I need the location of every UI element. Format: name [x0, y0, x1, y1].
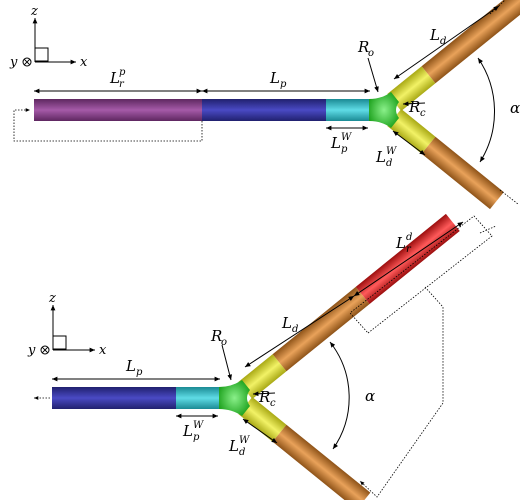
svg-text:p: p [136, 367, 143, 378]
svg-text:p: p [119, 67, 126, 78]
svg-text:d: d [406, 232, 412, 243]
svg-text:L: L [429, 26, 440, 44]
bottom-vessel [52, 213, 460, 500]
svg-text:r: r [119, 79, 125, 90]
svg-text:p: p [280, 79, 287, 90]
svg-text:L: L [281, 314, 292, 332]
label-LpW: L p W [330, 132, 352, 155]
lower-daughter-vessel [421, 136, 504, 210]
svg-text:R: R [357, 38, 369, 56]
label-Ro: R o [357, 38, 374, 59]
svg-text:L: L [395, 234, 406, 252]
parent-vessel [52, 387, 176, 409]
svg-text:L: L [375, 148, 386, 166]
bottom-periodic-links [34, 215, 497, 498]
bottom-axes: z x y [27, 291, 107, 358]
top-labels: L r p L p R o L d R c L p [109, 26, 520, 169]
bottom-panel: z x y [27, 213, 497, 500]
svg-text:W: W [193, 420, 204, 431]
label-Ld: L d [429, 26, 446, 47]
svg-text:R: R [210, 327, 222, 345]
top-vessel [34, 0, 520, 210]
svg-text:d: d [386, 158, 392, 169]
lower-daughter-vessel [272, 424, 371, 500]
svg-text:c: c [420, 108, 426, 119]
svg-text:L: L [125, 357, 136, 375]
svg-text:R: R [408, 98, 420, 116]
top-panel: z x y [9, 0, 520, 210]
svg-text:L: L [269, 69, 280, 87]
svg-text:d: d [440, 36, 446, 47]
svg-text:W: W [341, 132, 352, 143]
parent-wall-region [176, 387, 220, 409]
label-LdW: L d W [228, 435, 250, 458]
svg-text:o: o [221, 337, 227, 348]
z-axis-label: z [48, 291, 56, 306]
svg-text:p: p [341, 144, 348, 155]
label-LdW: L d W [375, 146, 397, 169]
svg-text:L: L [228, 437, 239, 455]
label-alpha: α [365, 387, 375, 405]
label-Lp: L p [125, 357, 143, 378]
periodic-parent-region [34, 99, 202, 121]
parent-wall-region [326, 99, 370, 121]
label-Lrd: L r d [395, 232, 412, 255]
y-axis-label: y [9, 55, 18, 70]
parent-vessel [202, 99, 326, 121]
label-Lrp: L r p [109, 67, 126, 90]
y-axis-label: y [27, 343, 36, 358]
svg-text:L: L [182, 422, 193, 440]
svg-text:p: p [193, 432, 200, 443]
x-axis-label: x [99, 343, 107, 358]
junction-region [369, 92, 399, 128]
svg-text:c: c [270, 398, 276, 409]
svg-text:W: W [386, 146, 397, 157]
junction-region [219, 380, 250, 416]
bottom-dimensions [52, 221, 464, 450]
svg-text:L: L [109, 69, 120, 87]
bottom-labels: L r d L d R o L p R c L p [125, 232, 412, 458]
label-Ro: R o [210, 327, 227, 348]
svg-text:W: W [239, 435, 250, 446]
label-alpha: α [510, 99, 520, 117]
label-LpW: L p W [182, 420, 204, 443]
svg-text:L: L [330, 134, 341, 152]
x-axis-label: x [80, 55, 88, 70]
svg-text:R: R [258, 388, 270, 406]
top-axes: z x y [9, 4, 88, 70]
svg-text:d: d [239, 447, 245, 458]
label-Ld: L d [281, 314, 298, 335]
z-axis-label: z [30, 4, 38, 19]
svg-text:o: o [368, 48, 374, 59]
label-Rc: R c [408, 98, 426, 119]
y-into-page-icon [22, 57, 32, 67]
top-dimensions [34, 5, 500, 163]
svg-text:r: r [406, 244, 412, 255]
label-Lp: L p [269, 69, 287, 90]
label-Rc: R c [258, 388, 276, 409]
y-into-page-icon [40, 345, 50, 355]
svg-text:d: d [292, 324, 298, 335]
